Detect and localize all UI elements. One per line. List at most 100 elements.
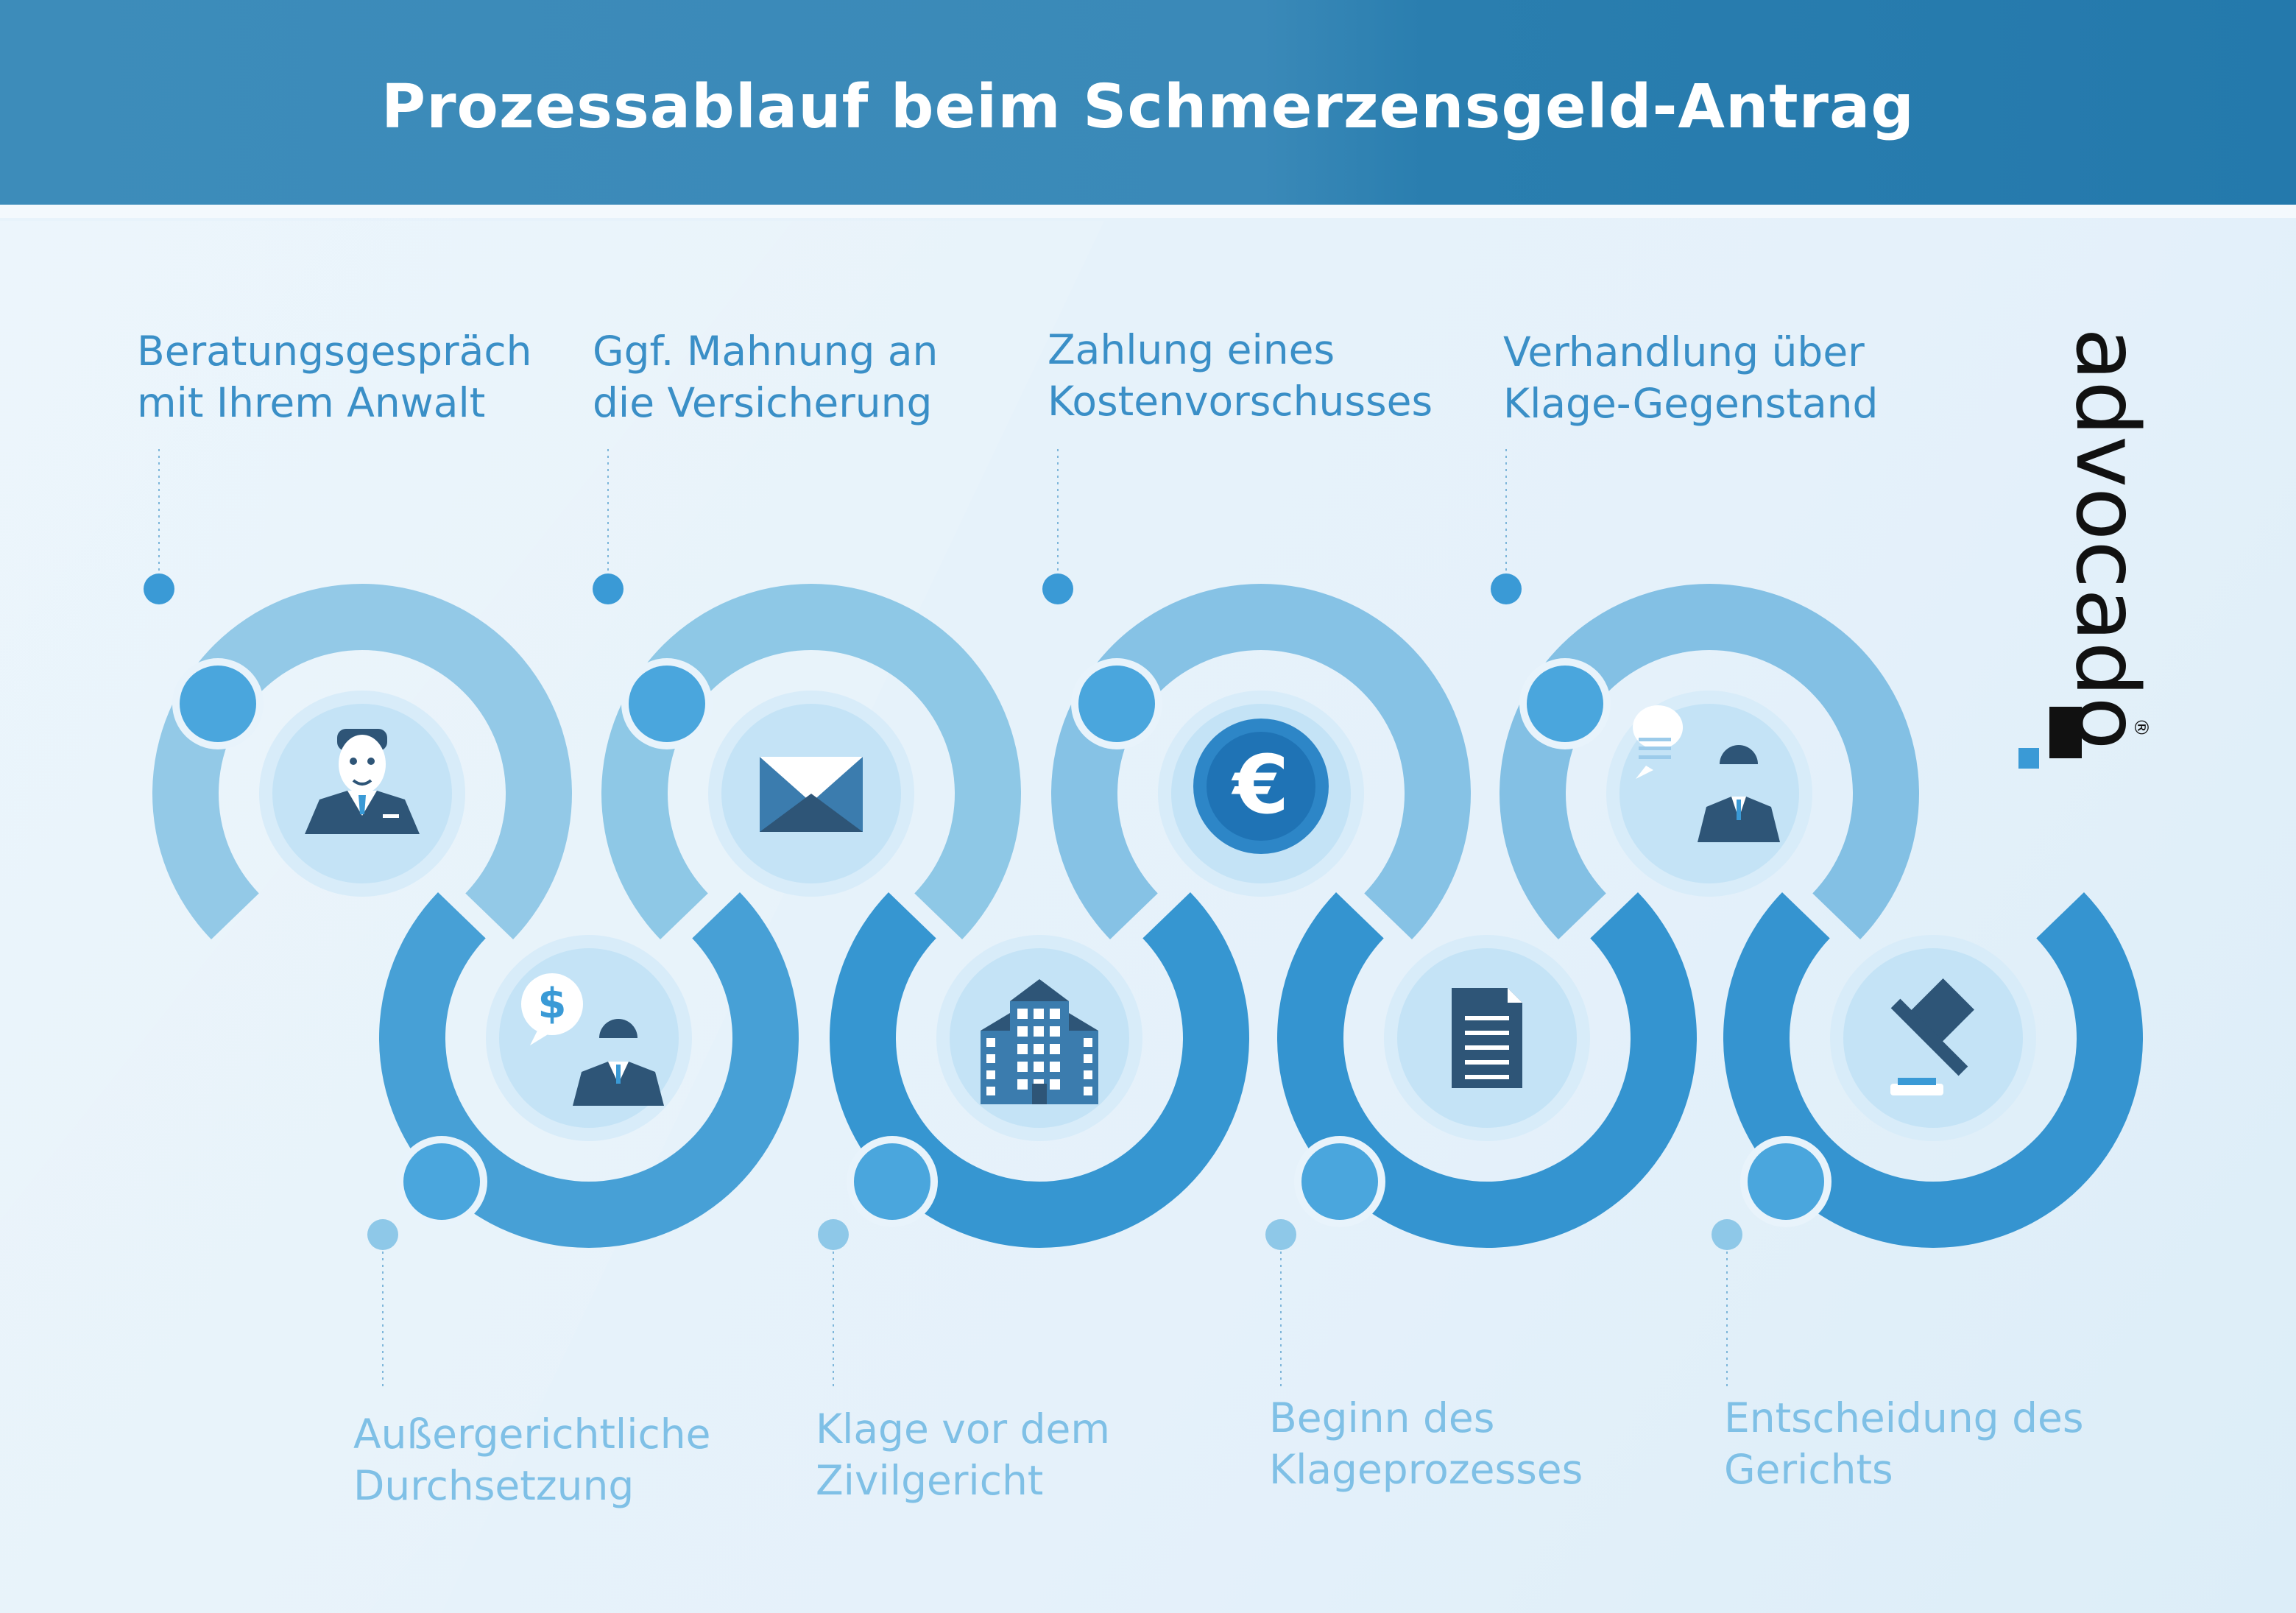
person-face [599,1038,637,1062]
building-window [1017,1062,1028,1072]
top-ring-1 [152,584,572,939]
document-icon [1452,988,1522,1088]
process-rings [152,584,2143,1248]
courthouse-icon [981,979,1098,1104]
envelope-bottom [760,794,863,832]
speech-tail [1636,766,1653,779]
lawyer-face [339,735,386,794]
step-label-aussergerichtlich: Außergerichtliche Durchsetzung [353,1411,711,1509]
coin-inner [1207,732,1315,841]
building-left-roof [981,1013,1010,1031]
lawyer-icon [305,729,420,834]
building-window [1034,1009,1044,1019]
building-window [986,1070,995,1079]
bottom-node-1 [403,1143,480,1220]
top-dot-4 [1491,573,1522,604]
step-label-klage-zivilgericht: Klage vor dem Zivilgericht [816,1405,1110,1504]
building-window [1034,1026,1044,1037]
building-window [1084,1070,1092,1079]
top-ring-2 [601,584,1021,939]
step-label-kostenvorschuss: Zahlung eines Kostenvorschusses [1048,326,1433,425]
logo-square-blue [2018,748,2039,769]
header-bar [0,0,2296,205]
lawyer-tie [358,795,366,814]
building-window [1050,1079,1060,1090]
building-window [1084,1038,1092,1047]
step-label-verhandlung: Verhandlung über Klage-Gegenstand [1503,328,1879,427]
step-label-mahnung: Ggf. Mahnung an die Versicherung [593,328,939,426]
building-window [1017,1079,1028,1090]
building-window [1034,1044,1044,1054]
top-dot-3 [1042,573,1073,604]
document-fold [1508,988,1522,1003]
gavel-base-top [1898,1078,1936,1085]
background-gloss [0,221,1104,1613]
bottom-node-2 [854,1143,930,1220]
connector-lines [144,449,1831,1388]
person-tie [616,1065,621,1084]
building-window [1034,1062,1044,1072]
advocado-logo: advocado ® [2018,328,2158,769]
person-hair [599,1019,637,1038]
logo-registered-mark: ® [2130,718,2152,737]
building-window [1050,1009,1060,1019]
document-page [1452,988,1522,1088]
gavel-base [1890,1084,1943,1095]
bottom-dot-1 [367,1219,398,1250]
bottom-dot-2 [818,1219,849,1250]
person-tie [1737,800,1741,820]
speech-line-3 [1639,755,1671,759]
building-window [986,1038,995,1047]
bottom-dot-3 [1265,1219,1296,1250]
lawyer-pocket [383,814,399,818]
lawyer-eye-right [367,758,375,765]
bottom-ring-4 [1723,892,2143,1248]
logo-square-dark [2049,707,2082,758]
step-label-beratungsgespraech: Beratungsgespräch mit Ihrem Anwalt [137,328,532,426]
lawyer-mouth [352,779,372,786]
top-node-2 [629,666,705,742]
envelope-icon [760,757,863,832]
top-dot-1 [144,573,174,604]
money-talk-icon: $ [521,973,664,1106]
top-ring-4 [1500,584,1919,939]
bottom-dot-4 [1712,1219,1742,1250]
money-bubble [521,973,583,1035]
euro-symbol: € [1231,738,1290,832]
speech-line-1 [1639,738,1671,741]
building-window [1084,1087,1092,1095]
step-icons: €$ [259,691,2036,1141]
bottom-node-4 [1748,1143,1824,1220]
bottom-node-3 [1301,1143,1378,1220]
building-window [1017,1009,1028,1019]
document-line [1465,1016,1509,1020]
building-window [1050,1026,1060,1037]
person-hair [1720,745,1758,764]
money-bubble-tail [530,1031,549,1045]
bottom-ring-1 [379,892,799,1248]
building-right-roof [1069,1013,1098,1031]
logo-wordmark: advocado [2057,328,2158,750]
lawyer-eye-left [350,758,357,765]
building-window [1017,1026,1028,1037]
building-window [986,1054,995,1063]
document-line [1465,1031,1509,1035]
header-divider [0,205,2296,218]
person-face [1720,764,1758,791]
document-line [1465,1060,1509,1065]
top-node-1 [180,666,256,742]
envelope-flap [760,757,863,802]
building-window [1084,1054,1092,1063]
top-dot-2 [593,573,624,604]
top-node-4 [1527,666,1603,742]
speech-line-2 [1639,747,1671,750]
gavel-icon [1890,978,1974,1095]
euro-coin-icon: € [1193,719,1329,854]
speech-bubble [1633,705,1684,749]
top-node-3 [1078,666,1155,742]
building-window [986,1087,995,1095]
document-line [1465,1045,1509,1050]
building-window [1050,1062,1060,1072]
building-window [1017,1044,1028,1054]
